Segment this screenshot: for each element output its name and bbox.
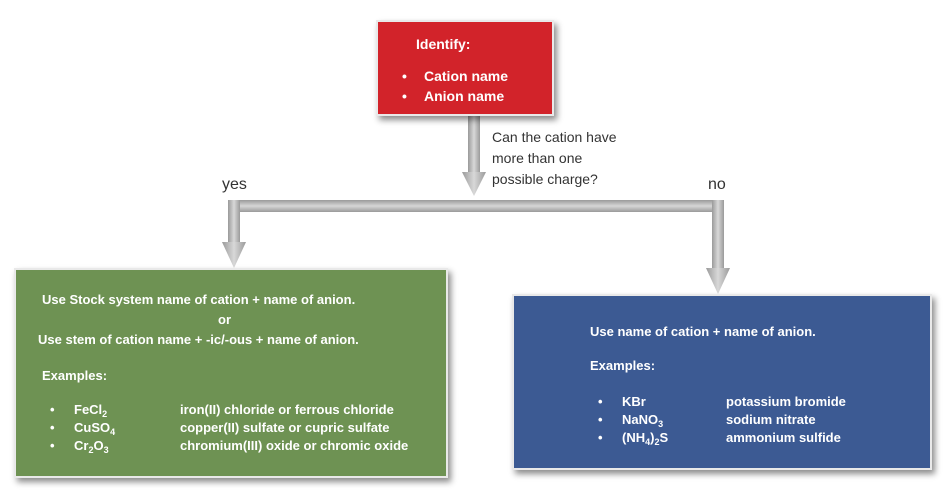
example-name: sodium nitrate	[726, 412, 816, 427]
example-formula: KBr	[622, 394, 646, 409]
example-name: iron(II) chloride or ferrous chloride	[180, 402, 394, 417]
example-formula: FeCl2	[74, 402, 108, 419]
decision-question: Can the cation have more than one possib…	[492, 129, 617, 187]
no-branch-arrow	[706, 200, 730, 294]
bullet-icon: •	[598, 430, 603, 445]
example-name: chromium(III) oxide or chromic oxide	[180, 438, 409, 453]
example-name: ammonium sulfide	[726, 430, 841, 445]
bullet-icon: •	[402, 88, 407, 104]
identify-title: Identify:	[416, 36, 471, 52]
main-down-arrow	[462, 116, 486, 196]
stock-rule-line: Use Stock system name of cation + name o…	[42, 292, 356, 307]
identify-item-anion: • Anion name	[402, 88, 505, 104]
bullet-icon: •	[598, 412, 603, 427]
stem-rule-line: Use stem of cation name + -ic/-ous + nam…	[38, 332, 359, 347]
examples-label: Examples:	[42, 368, 108, 383]
examples-label: Examples:	[590, 358, 656, 373]
horizontal-connector	[228, 200, 724, 212]
bullet-icon: •	[598, 394, 603, 409]
stock-system-box: Use Stock system name of cation + name o…	[14, 268, 448, 478]
example-formula: Cr2O3	[74, 438, 109, 455]
identify-box: Identify: • Cation name • Anion name	[376, 20, 554, 116]
example-formula: (NH4)2S	[622, 430, 669, 447]
example-formula: NaNO3	[622, 412, 664, 429]
no-label: no	[708, 176, 726, 193]
yes-label: yes	[222, 176, 247, 193]
bullet-icon: •	[402, 68, 407, 84]
name-rule-line: Use name of cation + name of anion.	[590, 324, 816, 339]
or-label: or	[218, 312, 231, 327]
identify-item-cation: • Cation name	[402, 68, 509, 84]
bullet-icon: •	[50, 420, 55, 435]
common-name-box: Use name of cation + name of anion. Exam…	[512, 294, 932, 470]
yes-branch-arrow	[222, 200, 246, 268]
bullet-icon: •	[50, 438, 55, 453]
bullet-icon: •	[50, 402, 55, 417]
example-name: potassium bromide	[726, 394, 846, 409]
example-name: copper(II) sulfate or cupric sulfate	[180, 420, 390, 435]
example-formula: CuSO4	[74, 420, 116, 437]
